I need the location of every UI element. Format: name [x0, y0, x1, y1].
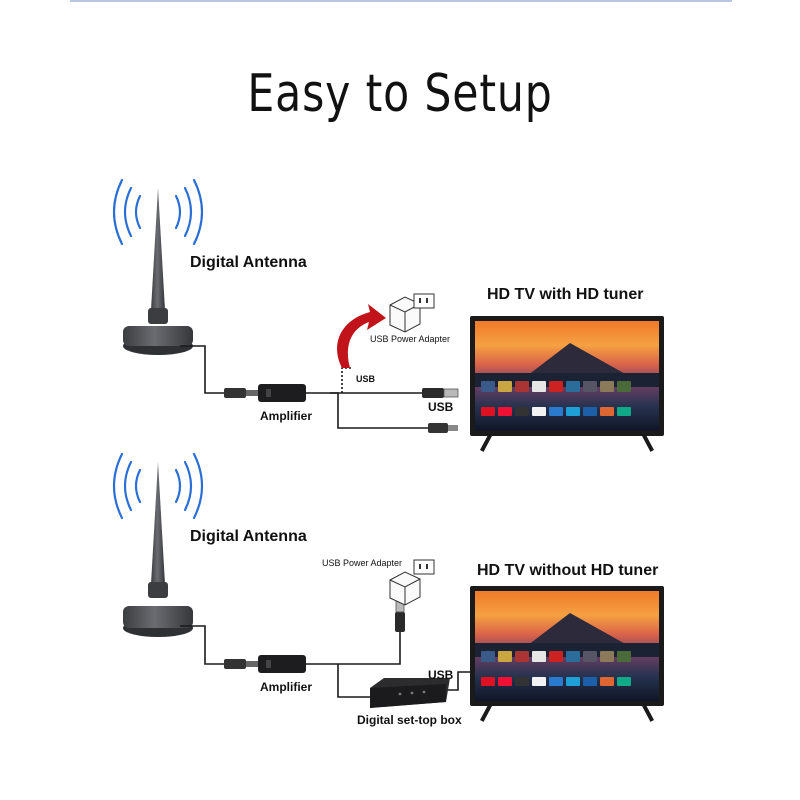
cable-antenna-to-amplifier [180, 345, 224, 394]
antenna-label: Digital Antenna [190, 528, 307, 545]
signal-waves-icon [112, 452, 204, 520]
amplifier-icon [258, 384, 306, 402]
signal-waves-icon [112, 178, 204, 246]
usb-label: USB [428, 400, 454, 414]
red-arrow-icon [337, 304, 386, 368]
antenna-icon [123, 462, 193, 637]
tv-screen [475, 321, 659, 431]
tv-screen [475, 591, 659, 701]
page-title: Easy to Setup [247, 64, 553, 124]
usb-label: USB [428, 668, 454, 682]
app-row [481, 677, 631, 686]
cable-amplifier-outputs [306, 630, 470, 698]
amplifier-label: Amplifier [260, 680, 313, 694]
wall-outlet-icon [413, 293, 435, 309]
usb-power-adapter-icon [389, 571, 421, 606]
scene-2 [112, 452, 470, 708]
set-top-box-icon [370, 678, 450, 708]
tv-label: HD TV without HD tuner [477, 562, 659, 579]
app-row [481, 407, 631, 416]
usb-small-label: USB [356, 374, 376, 384]
app-row [481, 381, 631, 392]
usb-plug-icon [422, 388, 459, 398]
antenna-label: Digital Antenna [190, 254, 307, 271]
coax-connector-icon [224, 388, 258, 398]
app-row [481, 651, 631, 662]
coax-plug-icon [428, 423, 458, 433]
wall-outlet-icon [413, 559, 435, 575]
tv-label: HD TV with HD tuner [487, 286, 644, 303]
antenna-icon [123, 188, 193, 355]
cable-antenna-to-amplifier [180, 625, 224, 665]
coax-connector-icon [224, 659, 258, 669]
usb-power-adapter-label: USB Power Adapter [322, 558, 403, 568]
amplifier-label: Amplifier [260, 409, 313, 423]
usb-power-adapter-label: USB Power Adapter [370, 334, 451, 344]
scene-1 [112, 178, 459, 433]
top-divider [70, 0, 732, 2]
set-top-box-label: Digital set-top box [357, 713, 462, 727]
amplifier-icon [258, 655, 306, 673]
